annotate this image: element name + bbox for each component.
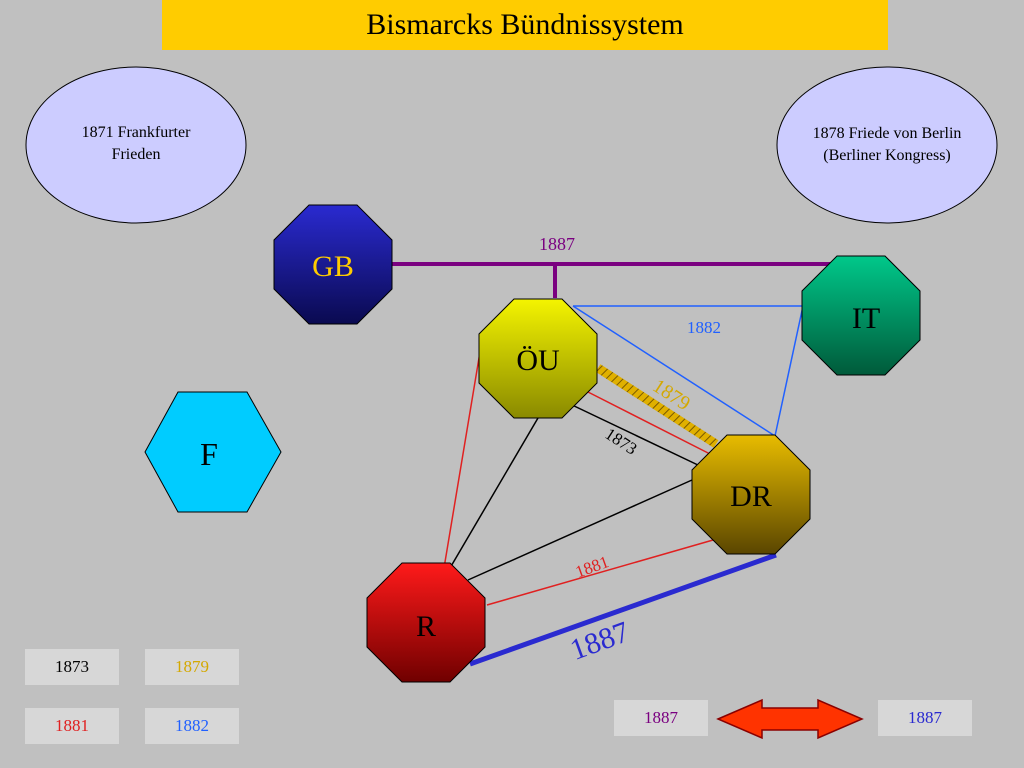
page-title: Bismarcks Bündnissystem [162,0,888,50]
gb-it-1887-label: 1887 [539,234,575,254]
ou-node [478,298,598,419]
r-dr-1881-label: 1881 [573,552,611,581]
legend-1887-right: 1887 [878,700,972,736]
legend-1881: 1881 [25,708,119,744]
legend-1879: 1879 [145,649,239,685]
ou-dr-1879-line [595,364,719,448]
berlin-treaty-ellipse [776,66,998,224]
ou-dr-1873-line [569,403,701,467]
ou-r-1873-line [449,417,539,569]
double-arrow-icon [716,698,864,740]
legend-1887-left: 1887 [614,700,708,736]
r-dr-1887-line [469,552,777,667]
gb-node [273,204,393,325]
r-dr-1881-line [486,537,721,606]
r-label: R [416,610,436,643]
it-dr-1882-line [774,305,804,437]
ou-it-1882-label: 1882 [687,318,721,337]
ou-r-1881-line [443,351,481,569]
dr-label: DR [730,480,772,513]
f-label: F [200,436,218,472]
frankfurt-treaty-ellipse [25,66,247,224]
dr-node [691,434,811,555]
legend-1873: 1873 [25,649,119,685]
ou-dr-1882-line [572,305,776,437]
ou-dr-1873-label: 1873 [602,424,641,458]
r-node [366,562,486,683]
it-label: IT [852,302,880,335]
r-dr-1873-line [467,479,693,581]
f-node [144,391,282,513]
r-dr-1887-label: 1887 [566,615,634,667]
frankfurt-treaty-label: 1871 Frankfurter Frieden [81,123,191,163]
it-node [801,255,921,376]
ou-dr-1881-line [587,391,713,456]
gb-label: GB [312,250,354,283]
legend-1882: 1882 [145,708,239,744]
berlin-treaty-label: 1878 Friede von Berlin (Berliner Kongres… [812,124,962,164]
ou-label: ÖU [516,344,560,377]
